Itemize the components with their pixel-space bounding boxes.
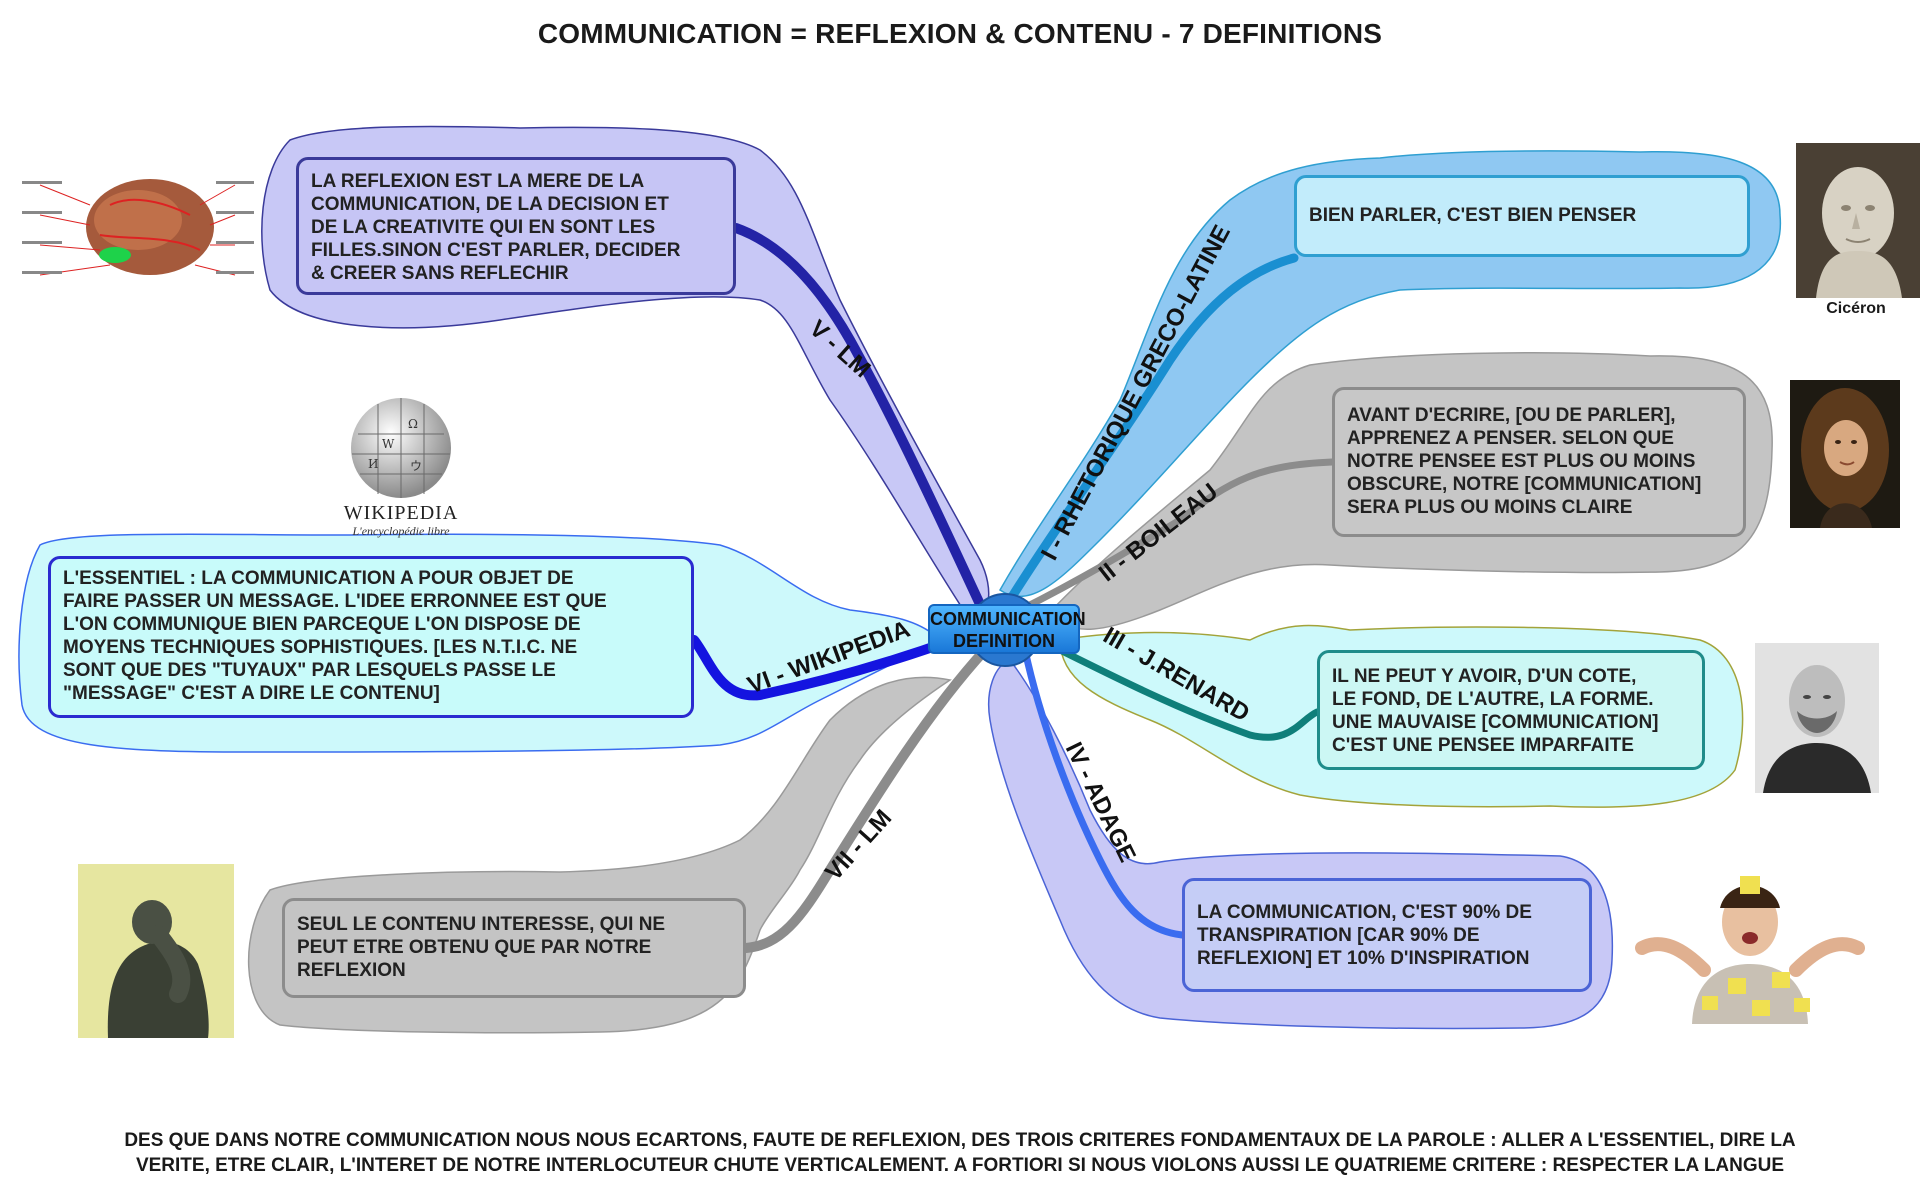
definition-box-rhetorique[interactable]: BIEN PARLER, C'EST BIEN PENSER [1294, 175, 1750, 257]
svg-text:Ω: Ω [408, 417, 418, 431]
stressed-woman-image [1632, 868, 1868, 1024]
footer-note: DES QUE DANS NOTRE COMMUNICATION NOUS NO… [40, 1128, 1880, 1178]
branch-line-lm-top [731, 223, 990, 620]
branch-line-lm-bottom [741, 645, 990, 953]
definition-box-renard[interactable]: IL NE PEUT Y AVOIR, D'UN COTE, LE FOND, … [1317, 650, 1705, 770]
definition-line: UNE MAUVAISE [COMMUNICATION] [1332, 712, 1659, 733]
definition-line: L'ON COMMUNIQUE BIEN PARCEQUE L'ON DISPO… [63, 614, 581, 635]
definition-line: LE FOND, DE L'AUTRE, LA FORME. [1332, 689, 1654, 710]
boileau-portrait [1790, 380, 1900, 528]
definition-line: "MESSAGE" C'EST A DIRE LE CONTENU] [63, 683, 440, 704]
branch-line-wikipedia [689, 627, 980, 701]
definition-line: C'EST UNE PENSEE IMPARFAITE [1332, 735, 1634, 756]
svg-text:ウ: ウ [410, 459, 422, 473]
center-line-2: DEFINITION [953, 631, 1055, 651]
wikipedia-logo-text: WIKIPEDIA [343, 502, 459, 524]
renard-portrait [1755, 643, 1879, 793]
footer-line-2: VERITE, ETRE CLAIR, L'INTERET DE NOTRE I… [135, 1155, 1785, 1176]
definition-line: L'ESSENTIEL : LA COMMUNICATION A POUR OB… [63, 568, 574, 589]
definition-line: BIEN PARLER, C'EST BIEN PENSER [1309, 205, 1637, 226]
center-node[interactable]: COMMUNICATION DEFINITION [928, 604, 1086, 654]
definition-box-wikipedia[interactable]: L'ESSENTIEL : LA COMMUNICATION A POUR OB… [48, 556, 694, 718]
definition-line: REFLEXION [297, 960, 406, 981]
definition-line: AVANT D'ECRIRE, [OU DE PARLER], [1347, 405, 1676, 426]
definition-line: FILLES.SINON C'EST PARLER, DECIDER [311, 240, 681, 261]
definition-line: NOTRE PENSEE EST PLUS OU MOINS [1347, 451, 1696, 472]
brain-diagram-image [20, 165, 256, 295]
ciceron-caption: Cicéron [1826, 300, 1886, 317]
definition-box-boileau[interactable]: AVANT D'ECRIRE, [OU DE PARLER], APPRENEZ… [1332, 387, 1746, 537]
branch-line-boileau [1016, 458, 1336, 614]
svg-text:W: W [382, 437, 395, 451]
definition-line: PEUT ETRE OBTENU QUE PAR NOTRE [297, 937, 652, 958]
definition-line: LA COMMUNICATION, C'EST 90% DE [1197, 902, 1532, 923]
definition-line: REFLEXION] ET 10% D'INSPIRATION [1197, 948, 1530, 969]
definition-line: APPRENEZ A PENSER. SELON QUE [1347, 428, 1674, 449]
thinker-statue-image [78, 864, 234, 1038]
definition-line: & CREER SANS REFLECHIR [311, 263, 569, 284]
definition-line: SERA PLUS OU MOINS CLAIRE [1347, 497, 1633, 518]
center-line-1: COMMUNICATION [930, 609, 1086, 629]
footer-line-1: DES QUE DANS NOTRE COMMUNICATION NOUS NO… [124, 1130, 1796, 1151]
definition-line: SEUL LE CONTENU INTERESSE, QUI NE [297, 914, 666, 935]
definition-box-lm-bottom[interactable]: SEUL LE CONTENU INTERESSE, QUI NE PEUT E… [282, 898, 746, 998]
definition-box-lm-top[interactable]: LA REFLEXION EST LA MERE DE LA COMMUNICA… [296, 157, 736, 295]
definition-line: FAIRE PASSER UN MESSAGE. L'IDEE ERRONNEE… [63, 591, 607, 612]
definition-line: OBSCURE, NOTRE [COMMUNICATION] [1347, 474, 1702, 495]
bubble-rhetorique [999, 150, 1782, 597]
ciceron-portrait [1796, 143, 1920, 298]
definition-line: SONT QUE DES "TUYAUX" PAR LESQUELS PASSE… [63, 660, 556, 681]
branch-line-rhetorique [1005, 253, 1299, 605]
diagram-title: COMMUNICATION = REFLEXION & CONTENU - 7 … [537, 18, 1383, 49]
definition-line: MOYENS TECHNIQUES SOPHISTIQUES. [LES N.T… [63, 637, 578, 658]
wikipedia-logo-subtitle: L'encyclopédie libre [352, 524, 450, 538]
branch-line-renard [1036, 636, 1321, 741]
definition-box-adage[interactable]: LA COMMUNICATION, C'EST 90% DE TRANSPIRA… [1182, 878, 1592, 992]
definition-line: LA REFLEXION EST LA MERE DE LA [311, 171, 645, 192]
branch-line-adage [1021, 646, 1186, 939]
definition-line: TRANSPIRATION [CAR 90% DE [1197, 925, 1480, 946]
svg-text:И: И [368, 457, 378, 471]
definition-line: COMMUNICATION, DE LA DECISION ET [311, 194, 669, 215]
definition-line: DE LA CREATIVITE QUI EN SONT LES [311, 217, 656, 238]
definition-line: IL NE PEUT Y AVOIR, D'UN COTE, [1332, 666, 1637, 687]
